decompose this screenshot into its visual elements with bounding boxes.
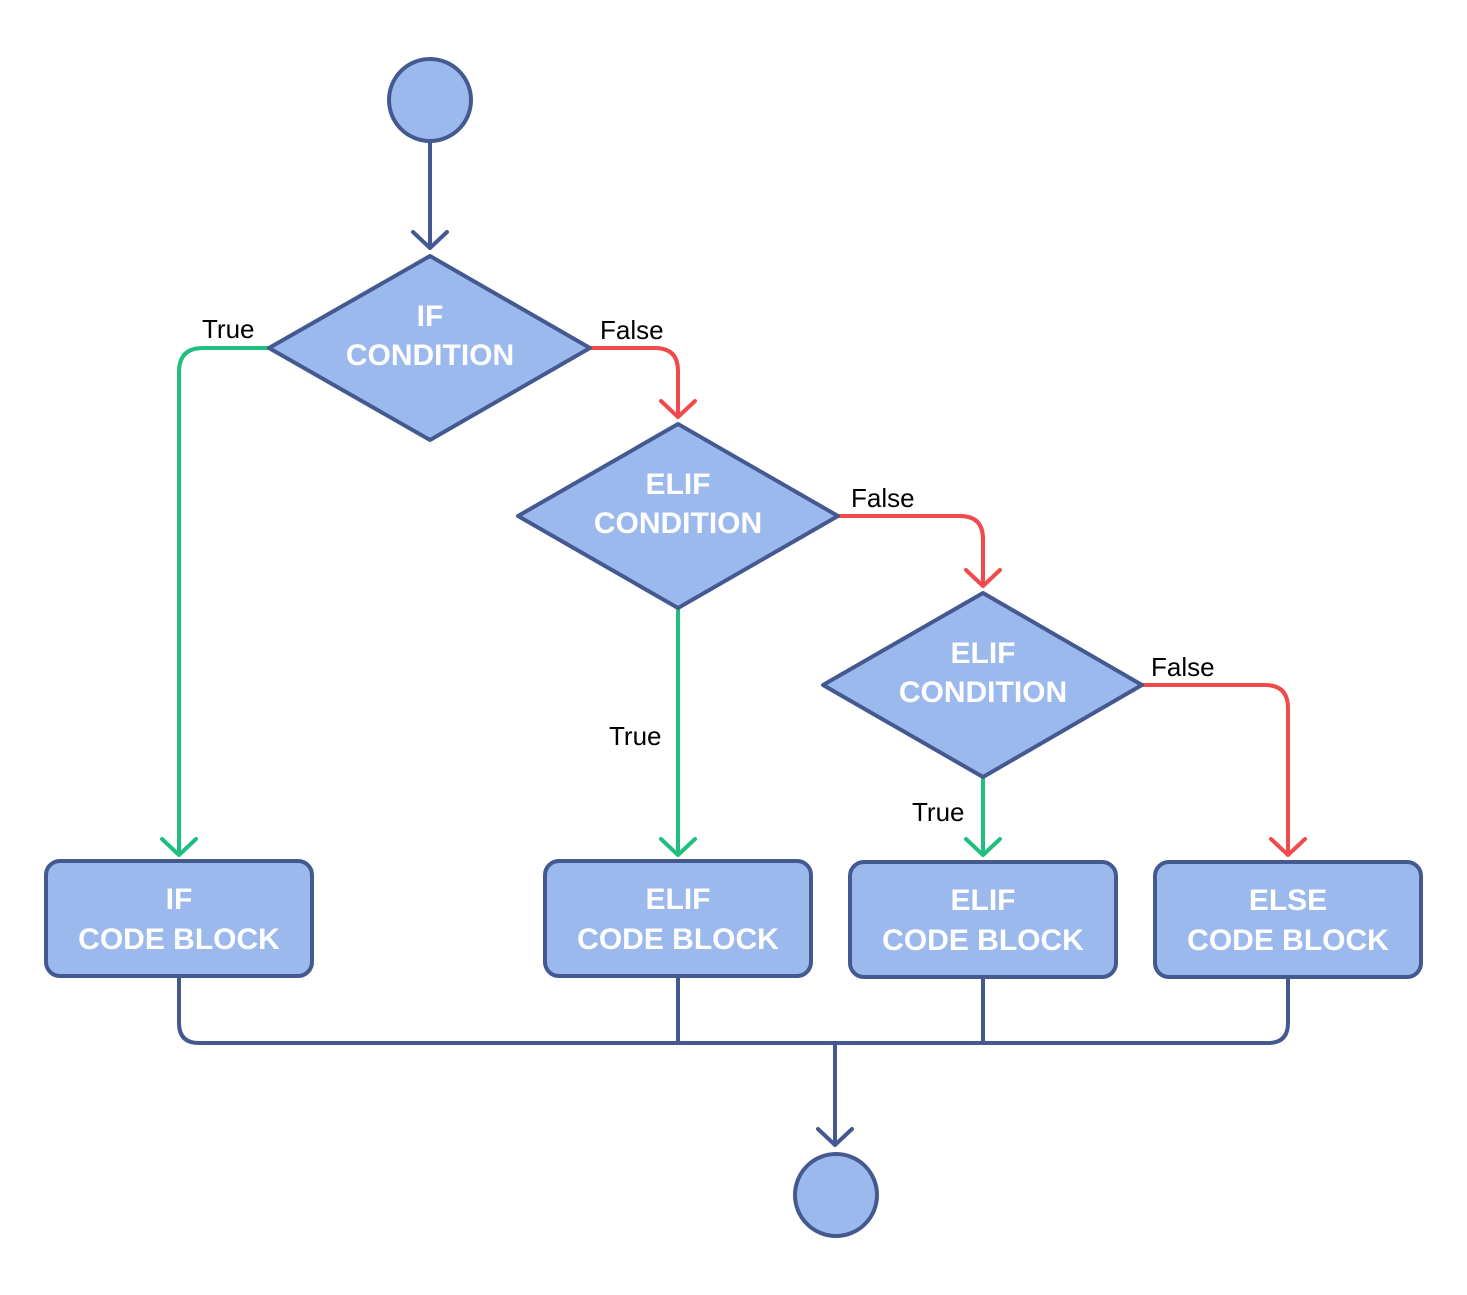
else-code-block-rect xyxy=(1153,860,1423,979)
elif-code-block-2-line2: CODE BLOCK xyxy=(882,924,1084,957)
label-elif-2-false: False xyxy=(1151,652,1215,682)
label-elif-2-true: True xyxy=(912,797,965,827)
if-code-block-node: IF CODE BLOCK xyxy=(44,859,314,978)
edge-start-to-if-condition xyxy=(411,140,449,250)
elif-condition-2-node: ELIF CONDITION xyxy=(821,591,1144,779)
edge-elif-2-false xyxy=(1140,683,1307,857)
edge-elif-2-true xyxy=(964,776,1002,857)
elif-code-block-1-rect xyxy=(543,859,813,978)
elif-code-block-2-line1: ELIF xyxy=(951,884,1016,917)
if-code-block-line2: CODE BLOCK xyxy=(78,923,280,956)
elif-code-block-2-node: ELIF CODE BLOCK xyxy=(848,860,1118,979)
if-condition-node: IF CONDITION xyxy=(267,254,592,442)
label-if-false: False xyxy=(600,315,664,345)
elif-condition-1-diamond xyxy=(516,422,840,610)
elif-condition-2-diamond xyxy=(821,591,1144,779)
elif-code-block-2-rect xyxy=(848,860,1118,979)
elif-code-block-1-node: ELIF CODE BLOCK xyxy=(543,859,813,978)
edge-elif-1-true xyxy=(659,606,697,857)
label-elif-1-false: False xyxy=(851,483,915,513)
elif-condition-1-line1: ELIF xyxy=(646,468,711,501)
elif-condition-2-line1: ELIF xyxy=(951,637,1016,670)
if-condition-diamond xyxy=(267,254,592,442)
label-elif-1-true: True xyxy=(609,721,662,751)
edge-merge-to-end xyxy=(816,1041,854,1147)
else-code-block-line1: ELSE xyxy=(1249,884,1327,917)
elif-condition-1-node: ELIF CONDITION xyxy=(516,422,840,610)
else-code-block-node: ELSE CODE BLOCK xyxy=(1153,860,1423,979)
false-edges xyxy=(588,346,1307,857)
if-condition-line2: CONDITION xyxy=(346,339,514,372)
else-code-block-line2: CODE BLOCK xyxy=(1187,924,1389,957)
if-code-block-line1: IF xyxy=(166,883,193,916)
elif-code-block-1-line2: CODE BLOCK xyxy=(577,923,779,956)
edge-if-true xyxy=(160,346,270,857)
edge-if-block-to-end xyxy=(177,975,837,1045)
end-node xyxy=(793,1152,879,1238)
true-edges xyxy=(160,346,1002,857)
edge-if-false xyxy=(588,346,697,419)
elif-condition-2-line2: CONDITION xyxy=(899,676,1067,709)
elif-condition-1-line2: CONDITION xyxy=(594,507,762,540)
elif-code-block-1-line1: ELIF xyxy=(646,883,711,916)
merge-edges xyxy=(177,140,1290,1147)
if-condition-line1: IF xyxy=(417,300,444,333)
edge-else-block-to-end xyxy=(833,975,1290,1045)
edge-labels: True False True False True False xyxy=(202,314,1215,827)
start-node xyxy=(387,57,473,143)
label-if-true: True xyxy=(202,314,255,344)
if-code-block-rect xyxy=(44,859,314,978)
edge-elif-1-false xyxy=(836,514,1002,588)
